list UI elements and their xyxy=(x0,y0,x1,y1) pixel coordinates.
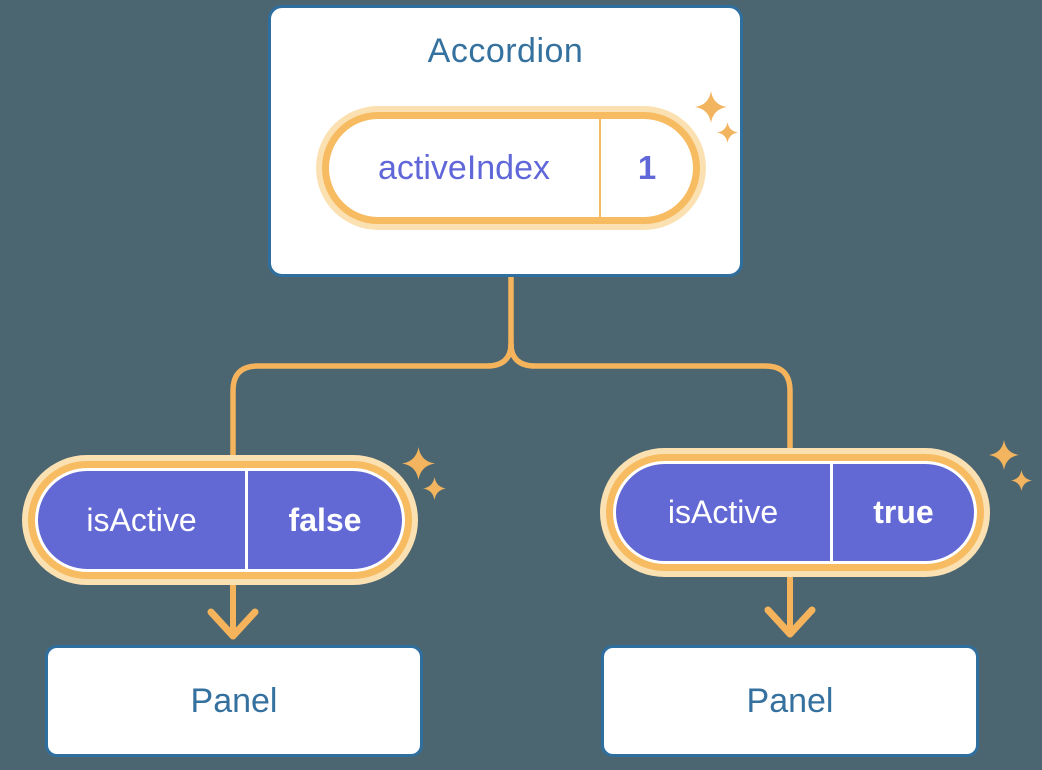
prop-pill-ring: isActive false xyxy=(28,461,412,579)
prop-pill-label: isActive xyxy=(86,501,197,538)
prop-pill-isactive-false: isActive false xyxy=(22,455,418,585)
branch-right xyxy=(508,341,793,463)
state-pill-label: activeIndex xyxy=(378,148,550,187)
sparkle-icon xyxy=(423,477,446,500)
pill-divider xyxy=(830,464,833,561)
sparkle-icon xyxy=(989,440,1019,470)
accordion-title: Accordion xyxy=(427,32,584,70)
pill-divider xyxy=(599,119,601,217)
prop-pill-label: isActive xyxy=(667,494,779,530)
pill-divider xyxy=(245,471,248,569)
panel-title: Panel xyxy=(190,681,278,720)
prop-pill-ring: isActive true xyxy=(606,454,984,571)
arrowhead-right-icon xyxy=(764,606,816,638)
state-pill-ring: activeIndex 1 xyxy=(322,112,700,224)
panel-component-box-right: Panel xyxy=(601,645,979,757)
sparkle-icon xyxy=(695,91,727,123)
prop-pill-value: true xyxy=(873,494,934,530)
sparkle-icon xyxy=(717,122,738,143)
arrowhead-left-icon xyxy=(207,608,259,640)
sparkle-icon xyxy=(1011,470,1032,491)
panel-component-box-left: Panel xyxy=(45,645,423,757)
sparkle-icon xyxy=(402,447,435,480)
prop-pill-isactive-true: isActive true xyxy=(600,448,990,577)
state-pill-activeindex: activeIndex 1 xyxy=(316,106,706,230)
branch-left xyxy=(230,341,514,471)
prop-pill-value: false xyxy=(288,501,362,538)
state-pill-value: 1 xyxy=(637,149,657,186)
panel-title: Panel xyxy=(746,681,834,720)
